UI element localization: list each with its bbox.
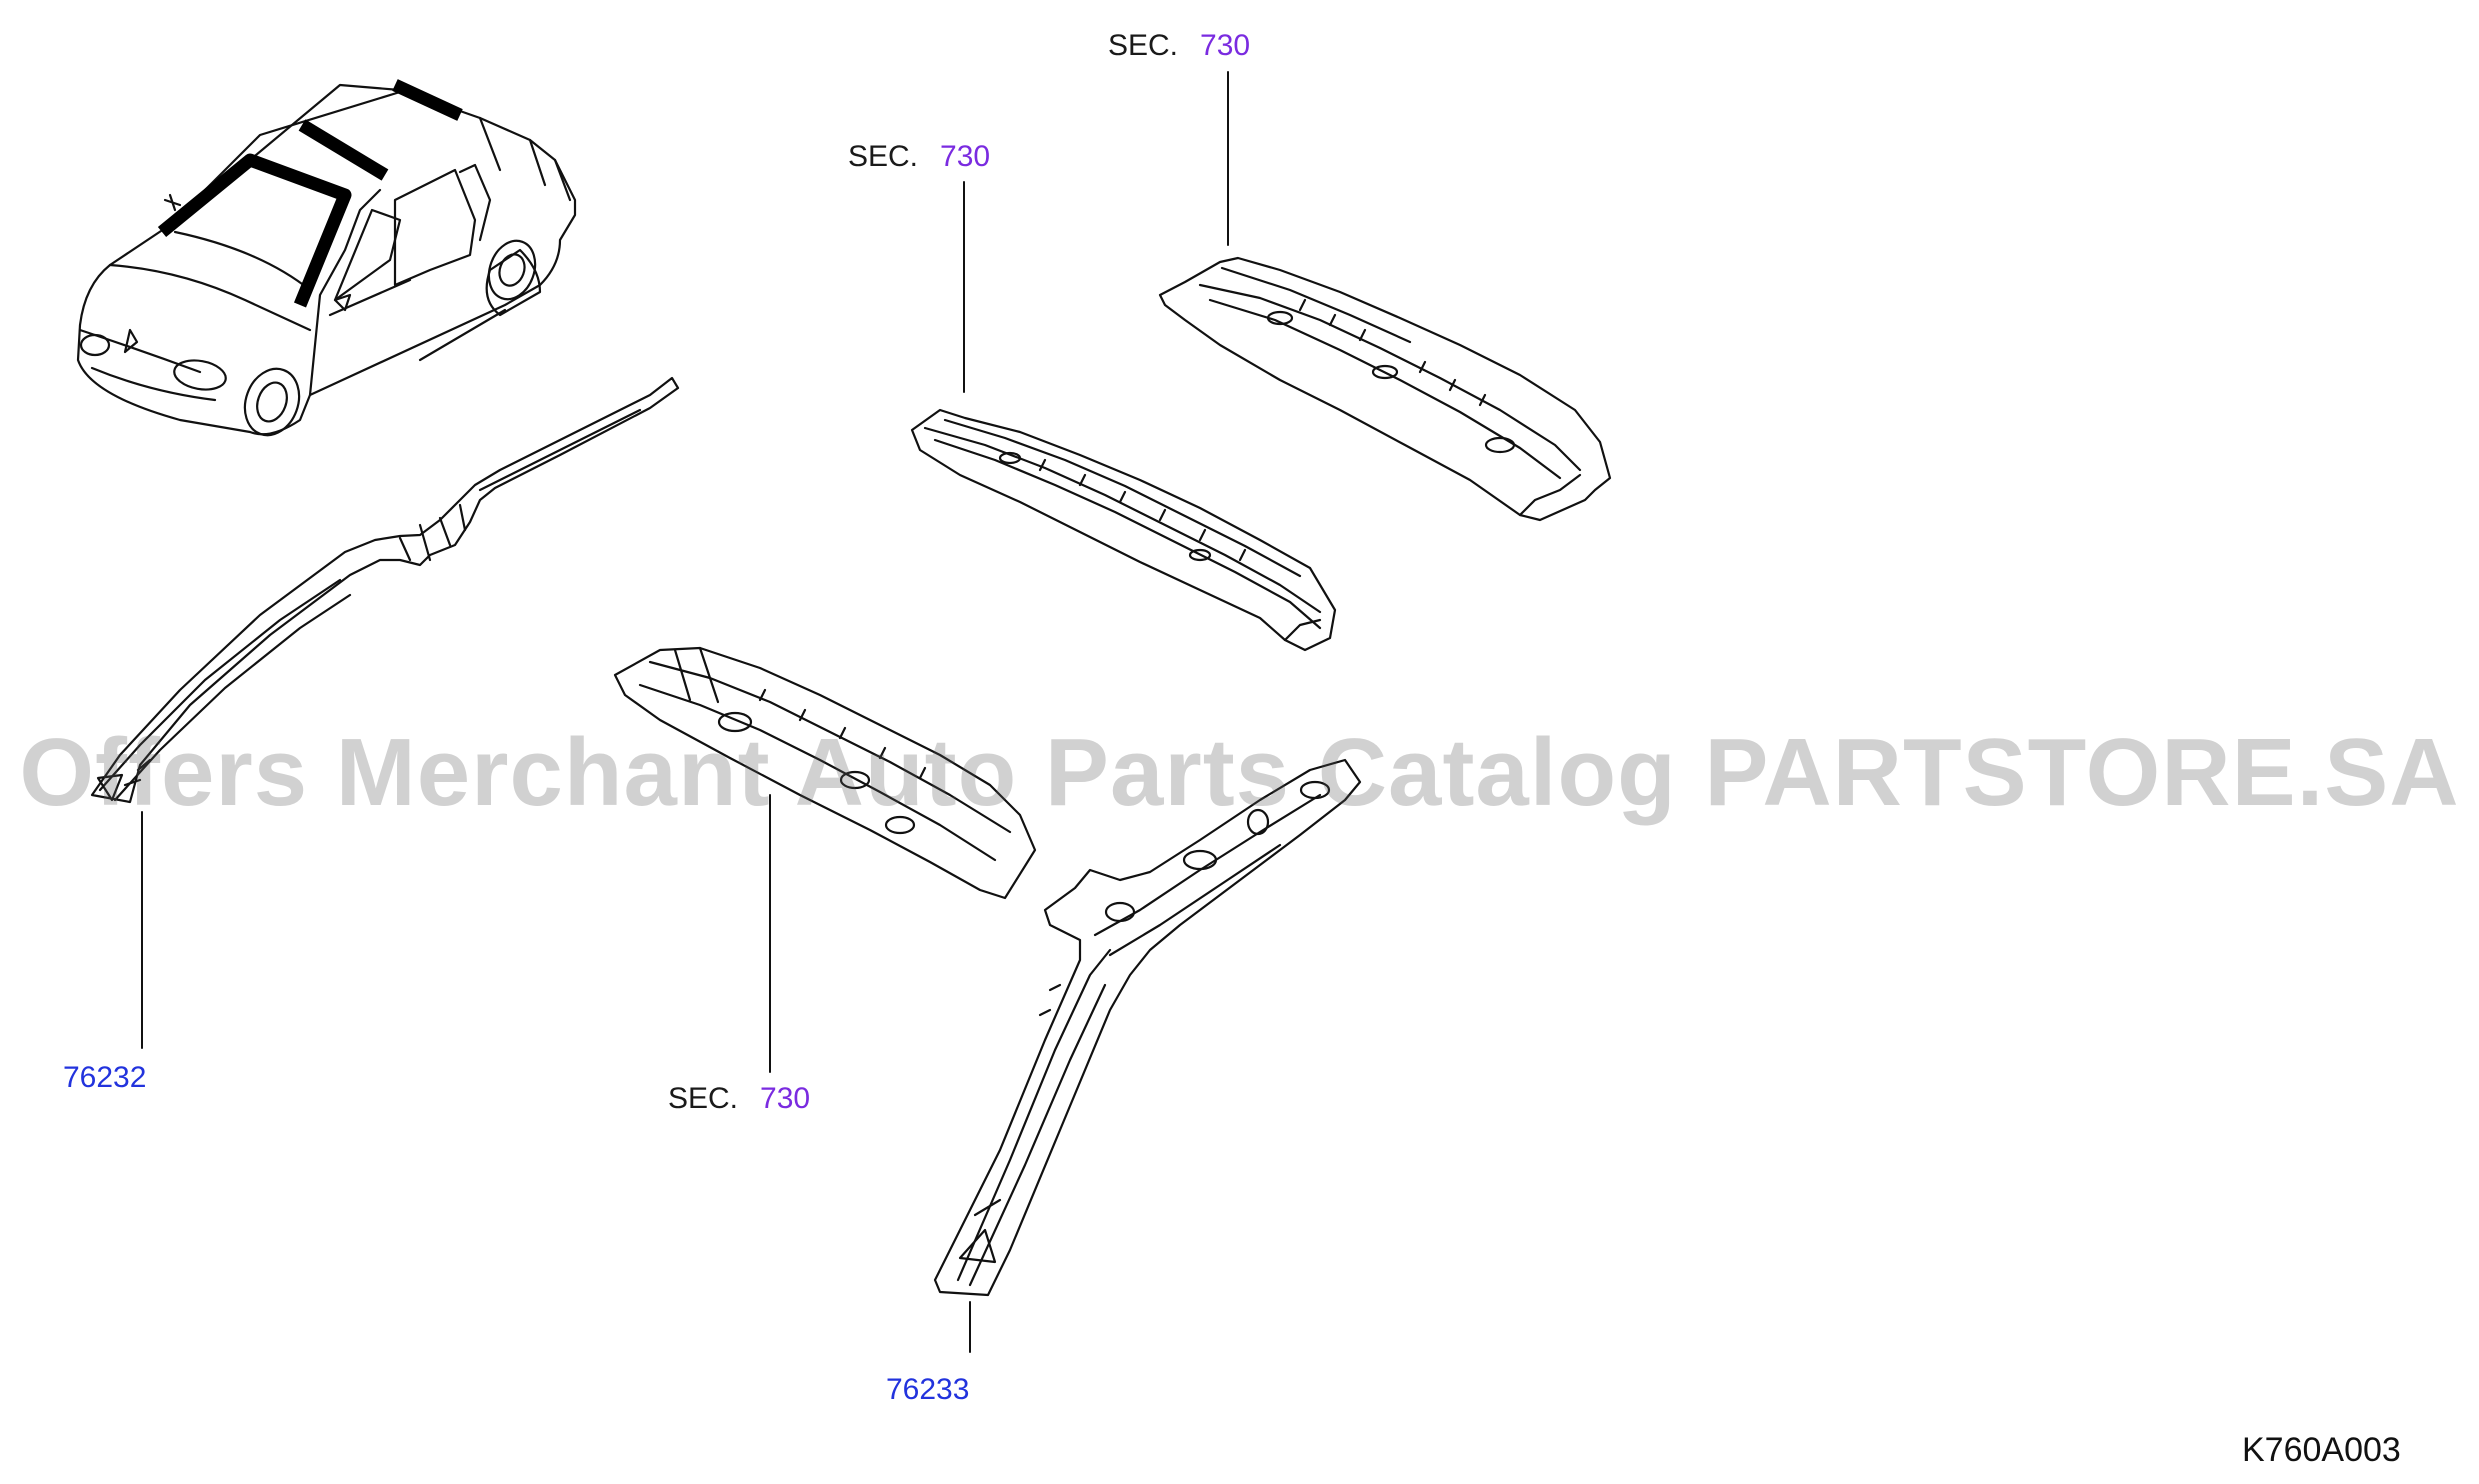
sec-730-label-middle[interactable]: SEC. 730 [848,140,990,174]
sec-number[interactable]: 730 [940,140,991,173]
diagram-code: K760A003 [2242,1431,2401,1469]
sec-text: SEC. [668,1082,739,1115]
roof-highlight [157,79,463,308]
sec-number[interactable]: 730 [760,1082,811,1115]
sec-number[interactable]: 730 [1200,29,1251,62]
roof-bow-center-drawing[interactable] [910,408,1337,652]
sec-text: SEC. [848,140,919,173]
part-number-76233[interactable]: 76233 [886,1373,970,1406]
roof-bow-front-drawing[interactable] [1158,256,1612,522]
sec-730-label-top[interactable]: SEC. 730 [1108,29,1250,63]
part-76232-drawing[interactable] [90,376,680,804]
part-76233-drawing[interactable] [933,758,1362,1297]
sec-text: SEC. [1108,29,1179,62]
sec-730-label-bottom[interactable]: SEC. 730 [668,1082,810,1116]
car-overview-illustration [76,79,577,437]
leader-lines [141,71,1229,1353]
part-number-76232[interactable]: 76232 [63,1061,147,1094]
roof-rail-rear-drawing[interactable] [613,646,1037,900]
